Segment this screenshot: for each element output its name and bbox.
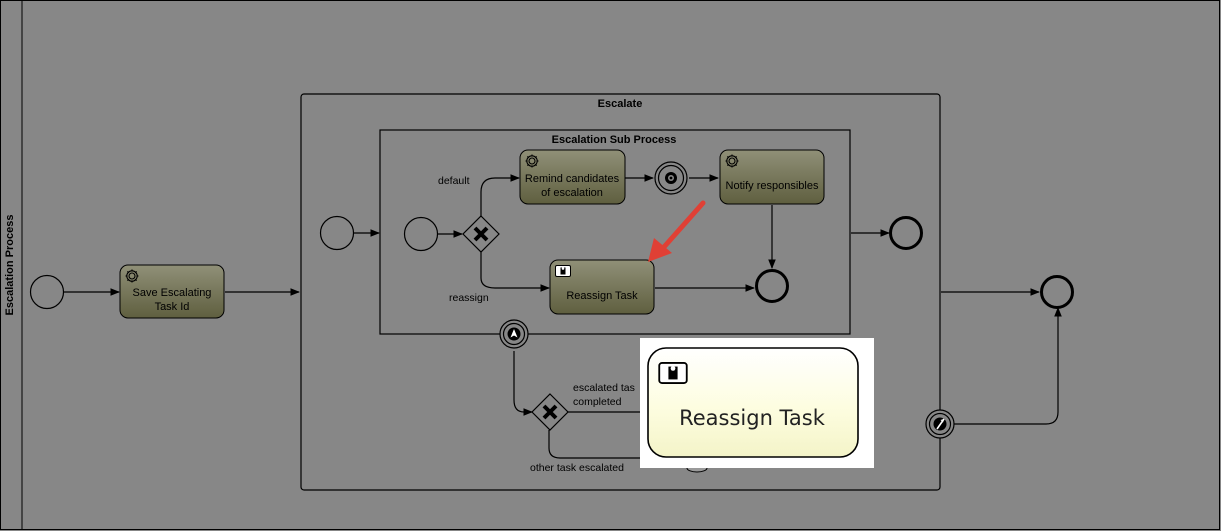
task-notify-responsibles[interactable]: Notify responsibles [719,149,825,205]
task-notify-label: Notify responsibles [726,180,819,192]
subprocess-escalation-sub-process[interactable]: Escalation Sub Process [379,129,851,335]
inner-end-event[interactable] [755,269,789,303]
flow-boundary-to-end[interactable] [953,307,1062,425]
annotation-arrow [648,200,706,262]
task-reassign[interactable]: Reassign Task [549,259,655,315]
task-remind-label-1: Remind candidates [525,173,620,185]
intermediate-catch-icon [665,172,677,184]
user-task-icon [555,265,571,277]
edge-label-default: default [438,175,470,187]
subprocess-inner-label: Escalation Sub Process [552,134,677,146]
exclusive-gateway-1[interactable] [462,215,500,253]
flow-gateway-default[interactable] [480,174,520,217]
task-remind-label-2: of escalation [541,187,603,199]
sequence-flows [64,174,1062,459]
task-remind-candidates[interactable]: Remind candidates of escalation [519,149,626,205]
subprocess-start-event[interactable] [319,215,355,251]
subprocess-escalate[interactable]: Escalate [300,93,941,491]
exclusive-gateway-2[interactable] [531,393,569,431]
intermediate-catch-event[interactable] [654,161,688,195]
subprocess-end-event[interactable] [889,216,923,250]
escalation-boundary-event[interactable] [499,319,529,349]
exclusive-gateway-icon [473,226,489,242]
escalate-boundary-event[interactable] [925,409,955,439]
escalation-event-icon [933,417,947,431]
task-reassign-label: Reassign Task [566,290,638,302]
task-save-escalating-task-id[interactable]: Save Escalating Task Id [119,264,225,319]
edge-label-other-task-escalated: other task escalated [530,462,624,474]
zoom-callout-label: Reassign Task [679,406,826,430]
escalation-event-icon [507,327,521,341]
process-end-event[interactable] [1040,275,1074,309]
exclusive-gateway-icon [542,404,558,420]
flow-boundary-to-gateway[interactable] [513,351,533,416]
edge-label-reassign: reassign [449,292,489,304]
edge-label-escalated-1: escalated tas [573,382,635,394]
pool-label: Escalation Process [4,215,16,316]
subprocess-escalate-label: Escalate [598,98,643,110]
zoom-callout: Reassign Task [640,338,874,468]
task-save-label-2: Task Id [155,301,190,313]
inner-start-event[interactable] [403,216,439,252]
flow-gateway-other[interactable] [548,430,640,459]
flow-gateway-reassign[interactable] [480,252,550,292]
task-save-label-1: Save Escalating [133,287,212,299]
user-task-icon [658,362,688,384]
edge-label-escalated-2: completed [573,396,622,408]
start-event[interactable] [29,274,65,310]
